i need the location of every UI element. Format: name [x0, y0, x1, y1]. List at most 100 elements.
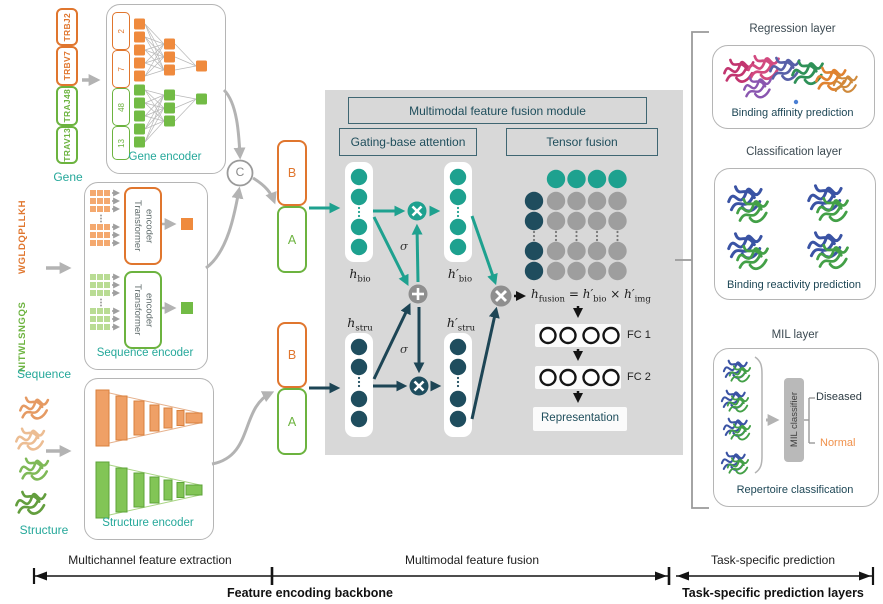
- gating-attention-title: Gating-base attention: [339, 128, 477, 156]
- regression-box: [712, 45, 875, 129]
- mil-layer-title: MIL layer: [771, 329, 819, 341]
- structure-funnels: [95, 389, 203, 519]
- gene-segment-label: TRBV7: [62, 51, 72, 81]
- gene-number-box: 2: [112, 12, 130, 50]
- representation-label: Representation: [541, 412, 619, 424]
- gating-arrows: [372, 205, 500, 420]
- gene-number-box: 48: [112, 88, 130, 126]
- gene-segment-label: TRBJ2: [62, 12, 72, 42]
- formula-term1: h′: [582, 287, 594, 301]
- chain-b-box-bio: B: [277, 140, 307, 206]
- formula-lhs-sub: fusion: [538, 294, 566, 305]
- concat-connectors: [205, 88, 277, 466]
- concat-symbol-label: C: [235, 165, 245, 179]
- sigma-lower-label: σ: [400, 342, 408, 356]
- h-stru-prime-sub: stru: [457, 323, 476, 334]
- structure-encoder-label: Structure encoder: [102, 517, 194, 529]
- regression-caption: Binding affinity prediction: [731, 107, 854, 119]
- multiply-gate-bio-icon: [407, 201, 427, 221]
- sequence-label: Sequence: [16, 367, 72, 381]
- h-bio-base: h: [349, 266, 358, 281]
- chain-b-box-stru: B: [277, 322, 307, 388]
- formula-term2: h′: [624, 287, 635, 301]
- gene-label: Gene: [53, 170, 83, 184]
- h-bio-prime-base: h′: [447, 266, 459, 281]
- gene-segment: TRAV13: [56, 126, 78, 164]
- structure-encoder-box: [84, 378, 214, 540]
- section-multichannel-label: Multichannel feature extraction: [68, 553, 232, 567]
- fusion-output-chain: [514, 291, 627, 431]
- h-stru-sub: stru: [355, 323, 373, 334]
- structure-label: Structure: [19, 523, 69, 537]
- gene-number-box: 7: [112, 50, 130, 88]
- classification-caption: Binding reactivity prediction: [727, 279, 861, 291]
- formula-term1-sub: bio: [593, 294, 607, 305]
- h-bio-prime-sub: bio: [458, 274, 473, 285]
- section-task-label: Task-specific prediction: [710, 553, 836, 567]
- h-bio-sub: bio: [357, 274, 371, 285]
- formula-term2-sub: img: [634, 294, 651, 305]
- concat-circle: [226, 159, 254, 187]
- mil-classifier-box: MIL classifier: [784, 378, 804, 462]
- alpha-sequence-text: NITWLSNGQS: [17, 301, 28, 372]
- normal-label: Normal: [820, 437, 856, 449]
- gene-segment: TRBV7: [56, 46, 78, 86]
- feature-vectors: [345, 162, 472, 437]
- h-bio-label: hbio: [340, 266, 380, 285]
- h-stru-label: hstru: [338, 315, 382, 334]
- mil-classifier-label: MIL classifier: [788, 392, 800, 448]
- gene-number-label: 13: [116, 138, 126, 148]
- gene-encoder-box: [106, 4, 226, 174]
- transformer-encoder-beta-label: Transformer encoder: [132, 200, 155, 252]
- prediction-layers-label: Task-specific prediction layers: [682, 586, 864, 600]
- section-fusion-label: Multimodal feature fusion: [404, 553, 540, 567]
- chain-a-box-stru: A: [277, 388, 307, 455]
- regression-proteins: [723, 54, 858, 105]
- fc1-label: FC 1: [627, 329, 651, 341]
- mil-box: [713, 348, 879, 507]
- h-stru-base: h: [347, 315, 356, 330]
- formula-times: ×: [606, 287, 625, 301]
- sequence-encoder-label: Sequence encoder: [96, 347, 194, 359]
- h-bio-prime-label: h′bio: [438, 266, 482, 285]
- tensor-fusion-title: Tensor fusion: [506, 128, 658, 156]
- classification-box: [714, 168, 876, 300]
- gene-segment-label: TRAV13: [62, 128, 72, 162]
- gene-segment-label: TRAJ48: [62, 89, 72, 123]
- input-arrows: [46, 74, 101, 457]
- fusion-formula: hfusion = h′bio × h′img: [531, 287, 651, 304]
- gene-input-bar: TRBJ2 TRBV7 TRAJ48 TRAV13: [56, 8, 78, 164]
- sigma-upper-label: σ: [400, 239, 408, 253]
- gene-number-label: 2: [116, 28, 126, 34]
- tensor-product-icon: [490, 285, 512, 307]
- transformer-encoder-beta-box: Transformer encoder: [124, 187, 162, 265]
- sequence-encoder-internals: [90, 189, 193, 331]
- task-bracket: [675, 31, 709, 509]
- chain-a-box-bio: A: [277, 206, 307, 273]
- tensor-grid: [524, 169, 627, 281]
- mil-caption: Repertoire classification: [736, 484, 854, 496]
- gene-encoder-label: Gene encoder: [128, 151, 202, 163]
- transformer-encoder-alpha-label: Transformer encoder: [132, 284, 155, 336]
- add-gate-icon: [408, 284, 428, 304]
- bottom-axis: [32, 567, 875, 585]
- h-stru-prime-base: h′: [446, 315, 458, 330]
- fc2-label: FC 2: [627, 371, 651, 383]
- classification-layer-title: Classification layer: [746, 146, 842, 158]
- diseased-label: Diseased: [816, 391, 862, 403]
- gene-number-label: 7: [116, 66, 126, 72]
- multiply-gate-stru-icon: [409, 376, 429, 396]
- fusion-module-title: Multimodal feature fusion module: [348, 97, 647, 124]
- gene-segment: TRBJ2: [56, 8, 78, 46]
- structure-input-proteins: [15, 396, 50, 515]
- formula-lhs: h: [531, 287, 539, 301]
- sequence-encoder-box: [84, 182, 208, 370]
- formula-equals: =: [565, 287, 583, 301]
- beta-sequence-text: WGLDQPLLKH: [17, 199, 28, 274]
- h-stru-prime-label: h′stru: [438, 315, 484, 334]
- regression-layer-title: Regression layer: [749, 23, 836, 35]
- gene-network: [134, 18, 207, 148]
- gene-number-box: 13: [112, 126, 130, 160]
